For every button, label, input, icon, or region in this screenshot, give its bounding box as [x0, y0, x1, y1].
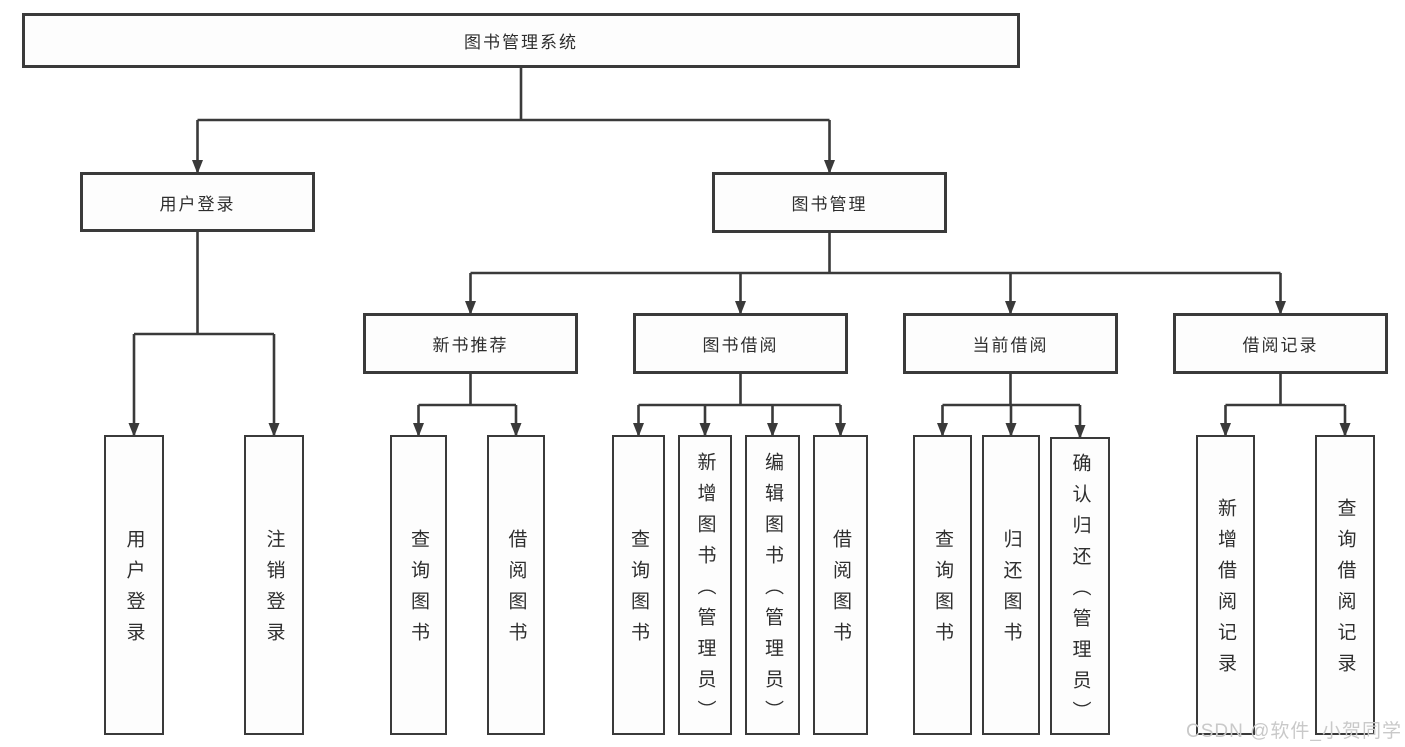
node-cb-confirm-return: 确认归还（管理员）	[1050, 437, 1110, 735]
node-bb-borrow-books: 借阅图书	[813, 435, 868, 735]
node-nb-borrow-books: 借阅图书	[487, 435, 545, 735]
node-bb-query-books: 查询图书	[612, 435, 665, 735]
node-user-login: 用户登录	[80, 172, 315, 232]
node-leaf-logout: 注销登录	[244, 435, 304, 735]
node-cb-return-books: 归还图书	[982, 435, 1040, 735]
node-new-book-recommend: 新书推荐	[363, 313, 578, 374]
node-current-borrow: 当前借阅	[903, 313, 1118, 374]
node-bb-add-books: 新增图书（管理员）	[678, 435, 732, 735]
node-book-borrow: 图书借阅	[633, 313, 848, 374]
node-borrow-records: 借阅记录	[1173, 313, 1388, 374]
node-br-query-record: 查询借阅记录	[1315, 435, 1375, 735]
node-book-management: 图书管理	[712, 172, 947, 233]
node-leaf-user-login: 用户登录	[104, 435, 164, 735]
node-br-add-record: 新增借阅记录	[1196, 435, 1255, 735]
node-bb-edit-books: 编辑图书（管理员）	[745, 435, 800, 735]
csdn-watermark: CSDN @软件_小贺同学	[1186, 721, 1402, 742]
node-book-management-system: 图书管理系统	[22, 13, 1020, 68]
node-nb-query-books: 查询图书	[390, 435, 447, 735]
node-cb-query-books: 查询图书	[913, 435, 972, 735]
